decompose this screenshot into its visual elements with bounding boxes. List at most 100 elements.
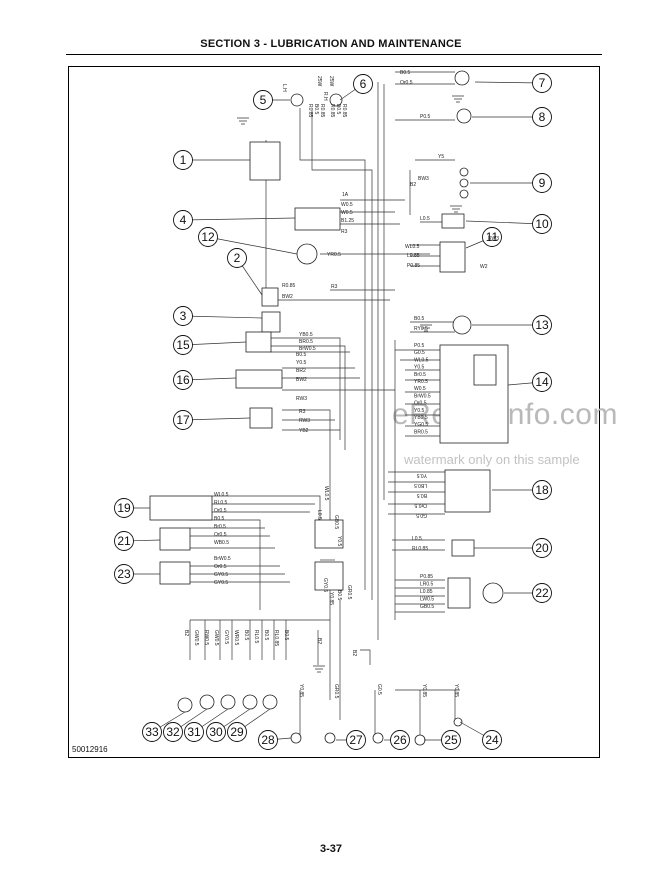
callout-circle-7 (532, 73, 552, 93)
label-c15-2: BR0.5 (299, 339, 313, 345)
callout-8: 8 (539, 110, 546, 124)
label-bulb-left-3: R0.85 (319, 104, 325, 118)
label-c14-4: Y0.5 (414, 365, 425, 371)
label-c14-3: WL0.5 (414, 357, 429, 363)
callout-33: 33 (145, 725, 159, 739)
label-c20-2: RL0.85 (412, 546, 428, 552)
label-c10-1: L0.5 (420, 216, 430, 222)
component-23-switch (159, 561, 191, 585)
label-c14-11: YB0.5 (414, 415, 428, 421)
callout-circle-26 (390, 730, 410, 750)
component-c1-block (314, 519, 344, 549)
wire-75 (360, 649, 371, 665)
label-c15-3: BrW0.5 (299, 346, 316, 352)
label-c14-2: G0.5 (414, 350, 425, 356)
callout-circle-20 (532, 538, 552, 558)
label-bottom-bulbs-3: RW0.5 (203, 630, 209, 645)
bulb-33 (177, 697, 193, 713)
bulb-31 (220, 694, 236, 710)
label-c11-4: RW3 (488, 236, 499, 242)
callout-29: 29 (230, 725, 244, 739)
label-bottom-right-5: G0.5 (376, 684, 382, 695)
callout-circle-10 (532, 214, 552, 234)
callout-circle-16 (173, 370, 193, 390)
lamp-5-headlight-left (290, 93, 304, 107)
label-bottom-right-7: Y0.85 (453, 684, 459, 697)
callout-circle-22 (532, 583, 552, 603)
wire-24 (270, 345, 346, 450)
label-c4-4: R3 (341, 229, 348, 235)
ground-symbol-4 (313, 665, 325, 673)
callout-circle-23 (114, 564, 134, 584)
wire-57 (190, 519, 261, 610)
label-c16-3: RW3 (296, 396, 307, 402)
callout-leaders (123, 81, 543, 741)
callout-circle-27 (346, 730, 366, 750)
label-c21-4: WB0.5 (214, 540, 229, 546)
label-c19-1: WL0.5 (214, 492, 229, 498)
label-mid-6: B0.5 (336, 590, 342, 601)
callout-2: 2 (234, 251, 241, 265)
component-1-relay (249, 141, 281, 181)
callout-circle-19 (114, 498, 134, 518)
component-10-fusebox (441, 213, 465, 229)
label-c12-1: YR0.5 (327, 252, 341, 258)
callout-18: 18 (535, 483, 549, 497)
wire-2 (299, 108, 366, 590)
lamp-6-headlight-right (329, 93, 343, 107)
label-c11-2: L0.85 (407, 253, 420, 259)
label-c14-8: BrW0.5 (414, 393, 431, 399)
callout-circle-14 (532, 372, 552, 392)
label-c14-6: YR0.5 (414, 379, 428, 385)
component-20-plug (451, 539, 475, 557)
callout-32: 32 (166, 725, 180, 739)
label-c18-1: Y0.5 (416, 472, 427, 478)
callout-16: 16 (176, 373, 190, 387)
callout-13: 13 (535, 318, 549, 332)
label-c17-1: R3 (299, 409, 306, 415)
label-c16-2: BW2 (296, 377, 307, 383)
component-18-connector (444, 469, 491, 513)
callout-circle-17 (173, 410, 193, 430)
label-c11-5: W2 (480, 264, 488, 270)
callout-11: 11 (486, 230, 499, 244)
label-bottom-bulbs-10: RL0.85 (273, 630, 279, 646)
callout-circle-1 (173, 150, 193, 170)
label-c9-3: B2 (410, 182, 416, 188)
label-mid-5: GR0.5 (346, 585, 352, 600)
lamp-9b (459, 178, 469, 188)
callout-circle-9 (532, 173, 552, 193)
callout-17: 17 (176, 413, 190, 427)
component-19-switch (149, 495, 213, 521)
component-4-switch (294, 207, 341, 231)
callout-28: 28 (261, 733, 275, 747)
callout-leader-10 (465, 220, 543, 225)
bulb-32 (199, 694, 215, 710)
label-c11-1: WL0.5 (405, 244, 420, 250)
callout-circle-30 (206, 722, 226, 742)
sensor-27 (324, 732, 336, 744)
label-bulb-left-2: B0.5 (313, 104, 319, 115)
figure-code: 50012916 (72, 745, 108, 754)
label-mid-2: GB0.5 (333, 515, 339, 529)
callout-circle-4 (173, 210, 193, 230)
callout-leader-15 (182, 341, 247, 346)
callout-23: 23 (117, 567, 131, 581)
components (149, 70, 509, 746)
label-bottom-right-4: GR0.5 (333, 684, 339, 699)
label-bottom-bulbs-7: B0.5 (243, 630, 249, 641)
callout-19: 19 (117, 501, 131, 515)
wire-lines (189, 71, 460, 740)
component-3-relay (261, 311, 281, 333)
wire-29 (282, 409, 331, 520)
label-c21-2: Br0.5 (214, 524, 226, 530)
label-c19-3: Or0.5 (214, 508, 227, 514)
label-bulb-right-1: R0.85 (329, 104, 335, 118)
label-bottom-right-1: B2 (316, 638, 322, 644)
component-14-panel (439, 344, 509, 444)
label-bottom-right-2: B2 (351, 650, 357, 656)
callout-22: 22 (535, 586, 549, 600)
watermark-note: watermark only on this sample (404, 452, 580, 467)
ground-symbol-3 (450, 205, 462, 213)
